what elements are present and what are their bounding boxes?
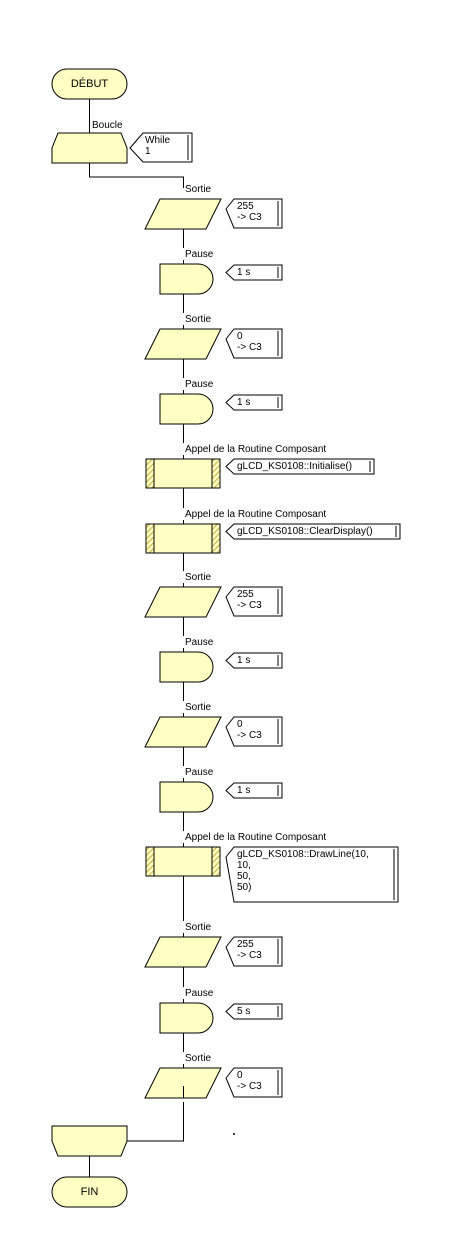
step-note <box>225 394 283 411</box>
delay-block[interactable] <box>159 781 214 813</box>
delay-block[interactable] <box>159 393 214 425</box>
step-label: Appel de la Routine Composant <box>185 444 327 455</box>
step-note-text: 1 s <box>237 785 251 796</box>
step-label: Appel de la Routine Composant <box>185 509 327 520</box>
step-label: Pause <box>185 988 214 999</box>
output-block[interactable] <box>144 716 222 748</box>
delay-block[interactable] <box>159 263 214 295</box>
loop-condition-text: While 1 <box>145 135 171 157</box>
call-block[interactable] <box>145 523 221 554</box>
output-block[interactable] <box>144 936 222 968</box>
call-block-hatch-right[interactable] <box>211 458 221 489</box>
step-label: Sortie <box>185 572 212 583</box>
step-note <box>225 458 375 475</box>
call-block-hatch-right[interactable] <box>211 846 221 877</box>
delay-block[interactable] <box>159 651 214 683</box>
loop-label: Boucle <box>92 120 123 131</box>
delay-block[interactable] <box>159 1002 214 1034</box>
end-terminator[interactable] <box>51 1176 128 1208</box>
start-label: DÉBUT <box>70 78 109 90</box>
step-note-text: 1 s <box>237 397 251 408</box>
output-block[interactable] <box>144 198 222 230</box>
step-note-text: 0 -> C3 <box>237 1070 262 1092</box>
loop-return-connector <box>127 1102 184 1142</box>
step-note <box>225 586 283 617</box>
loop-end[interactable] <box>51 1125 128 1157</box>
call-block-hatch-left[interactable] <box>145 846 155 877</box>
loop-connector <box>89 163 184 188</box>
output-block[interactable] <box>144 1067 222 1099</box>
step-note <box>225 1067 283 1098</box>
step-note-text: 0 -> C3 <box>237 719 262 741</box>
step-note <box>225 198 283 229</box>
step-note-text: gLCD_KS0108::ClearDisplay() <box>237 526 373 537</box>
loop-condition-note <box>129 132 193 163</box>
step-label: Pause <box>185 249 214 260</box>
call-block-hatch-left[interactable] <box>145 523 155 554</box>
step-label: Sortie <box>185 1053 212 1064</box>
step-note-text: 5 s <box>237 1006 251 1017</box>
step-label: Sortie <box>185 702 212 713</box>
step-note <box>225 936 283 967</box>
output-block[interactable] <box>144 586 222 618</box>
end-label: FIN <box>80 1186 99 1198</box>
step-label: Pause <box>185 637 214 648</box>
call-block[interactable] <box>145 458 221 489</box>
step-label: Sortie <box>185 184 212 195</box>
step-note-text: 0 -> C3 <box>237 331 262 353</box>
step-note <box>225 782 283 799</box>
step-note-text: 1 s <box>237 655 251 666</box>
loop-header[interactable] <box>51 132 128 164</box>
step-note-text: gLCD_KS0108::Initialise() <box>237 461 353 472</box>
step-label: Pause <box>185 379 214 390</box>
step-note-text: 255 -> C3 <box>237 589 262 611</box>
step-note <box>225 1003 283 1020</box>
step-note <box>225 716 283 747</box>
output-block[interactable] <box>144 328 222 360</box>
step-note-text: 255 -> C3 <box>237 939 262 961</box>
step-note <box>225 523 401 540</box>
step-label: Sortie <box>185 922 212 933</box>
step-note <box>225 846 399 903</box>
step-note <box>225 264 283 281</box>
call-block[interactable] <box>145 846 221 877</box>
step-label: Pause <box>185 767 214 778</box>
step-label: Sortie <box>185 314 212 325</box>
step-note <box>225 652 283 669</box>
call-block-hatch-right[interactable] <box>211 523 221 554</box>
call-block-hatch-left[interactable] <box>145 458 155 489</box>
step-label: Appel de la Routine Composant <box>185 832 327 843</box>
step-note <box>225 328 283 359</box>
step-note-text: gLCD_KS0108::DrawLine(10, 10, 50, 50) <box>237 849 369 893</box>
step-note-text: 255 -> C3 <box>237 201 262 223</box>
step-note-text: 1 s <box>237 267 251 278</box>
